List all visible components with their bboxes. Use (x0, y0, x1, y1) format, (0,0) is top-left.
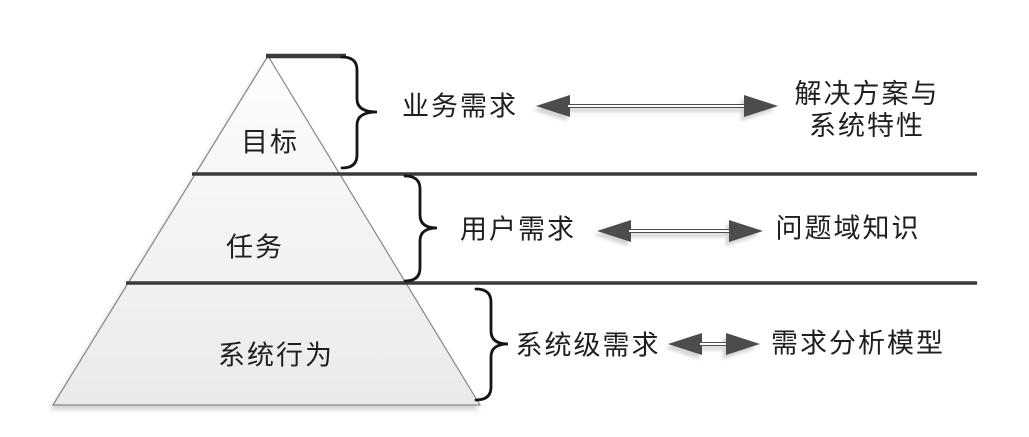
system-level-requirements-label: 系统级需求 (515, 330, 661, 361)
solution-system-features-label: 解决方案与 系统特性 (795, 78, 940, 142)
business-requirements-label: 业务需求 (402, 91, 518, 122)
arrow-left-head-icon (536, 95, 570, 117)
brace-system-requirements (474, 287, 509, 402)
solution-label-line2: 系统特性 (809, 111, 925, 141)
bidirectional-arrow-system (668, 333, 760, 355)
arrow-shaft (568, 104, 746, 108)
arrow-right-head-icon (729, 220, 763, 242)
arrow-right-head-icon (726, 333, 760, 355)
pyramid-shape (51, 54, 482, 406)
pyramid-level-task-label: 任务 (226, 232, 284, 263)
user-requirements-label: 用户需求 (460, 214, 576, 245)
arrow-shaft (700, 342, 728, 346)
brace-user-requirements (403, 174, 438, 283)
arrow-left-head-icon (597, 220, 631, 242)
arrow-right-head-icon (744, 95, 778, 117)
pyramid-level-goal-label: 目标 (241, 127, 299, 158)
arrow-left-head-icon (668, 333, 702, 355)
requirements-analysis-model-label: 需求分析模型 (771, 328, 945, 359)
arrow-shaft (629, 229, 731, 233)
brace-business-requirements (340, 55, 378, 170)
problem-domain-knowledge-label: 问题域知识 (775, 213, 921, 244)
bidirectional-arrow-business (536, 95, 778, 117)
bidirectional-arrow-user (597, 220, 763, 242)
pyramid-level-system-behavior-label: 系统行为 (218, 340, 334, 371)
solution-label-line1: 解决方案与 (794, 79, 940, 109)
